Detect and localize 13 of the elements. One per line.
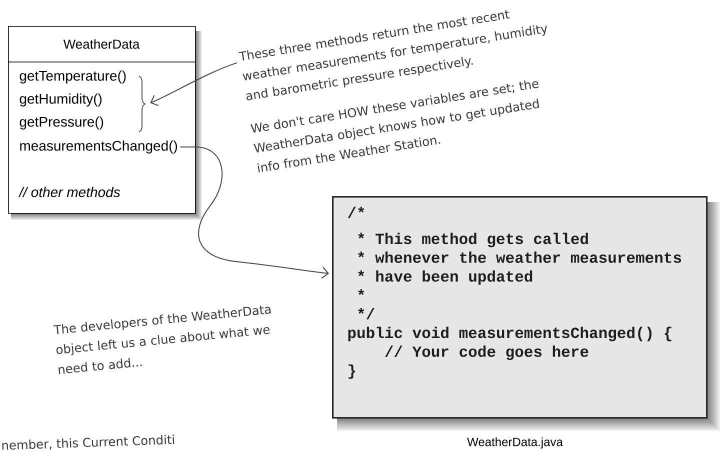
- code-line: public void measurementsChanged() {: [348, 326, 672, 342]
- note-text: nember, this Current Conditi: [2, 434, 174, 450]
- code-line: /*: [348, 206, 364, 218]
- code-line: * This method gets called: [358, 232, 588, 248]
- code-line: */: [358, 308, 374, 320]
- code-line: // Your code goes here: [385, 346, 588, 360]
- code-line: * whenever the weather measurements: [358, 252, 682, 263]
- code-line: }: [348, 364, 356, 379]
- code-line: * have been updated: [358, 270, 532, 285]
- file-name-caption: WeatherData.java: [467, 437, 563, 449]
- arrow: [180, 146, 330, 279]
- code-line: *: [358, 289, 364, 295]
- note-text: The developers of the WeatherData object left us a clue about what we need to add...: [53, 306, 271, 374]
